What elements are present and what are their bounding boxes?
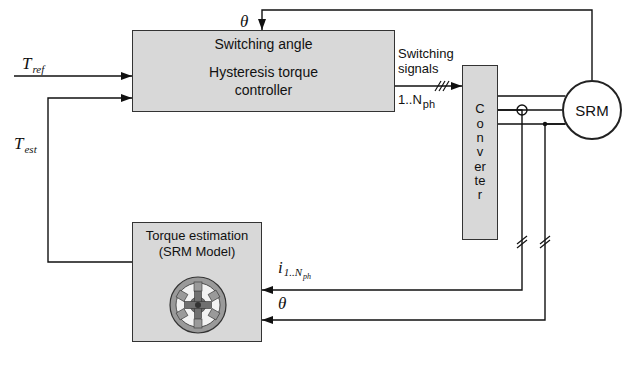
motor-circle: SRM (562, 80, 622, 140)
signal-connector (395, 85, 462, 86)
subscript-label: 1..N (284, 266, 302, 278)
subscript-label: ref (32, 63, 44, 75)
edge-label: i (278, 258, 283, 278)
controller-box: Hysteresis torque controller (132, 52, 395, 112)
node-text: SRM (575, 102, 608, 119)
edge-label: θ (278, 294, 286, 314)
subscript-label: est (24, 143, 36, 155)
converter-box: Converter (462, 65, 498, 240)
edge-label: T (14, 134, 23, 154)
subscript-label: ph (303, 272, 311, 281)
signal-connector (262, 124, 565, 320)
signal-connector (48, 98, 132, 262)
node-text: Converter (474, 102, 487, 202)
junction-dot (543, 122, 547, 126)
node-text: Torque estimation (SRM Model) (137, 228, 257, 259)
edge-label: Switching signals (398, 47, 458, 77)
current-sensor (517, 105, 527, 115)
motor-cross-section-icon (168, 275, 228, 335)
node-text: Hysteresis torque controller (199, 64, 329, 99)
edge-label: θ (240, 12, 248, 32)
subscript-label: ph (423, 98, 435, 110)
signal-label: T (22, 54, 31, 74)
signal-label: 1..N (398, 92, 422, 107)
estimator-box: Torque estimation (SRM Model) (132, 222, 262, 342)
node-text: Switching angle (214, 36, 312, 52)
reference-input-line (14, 75, 132, 76)
